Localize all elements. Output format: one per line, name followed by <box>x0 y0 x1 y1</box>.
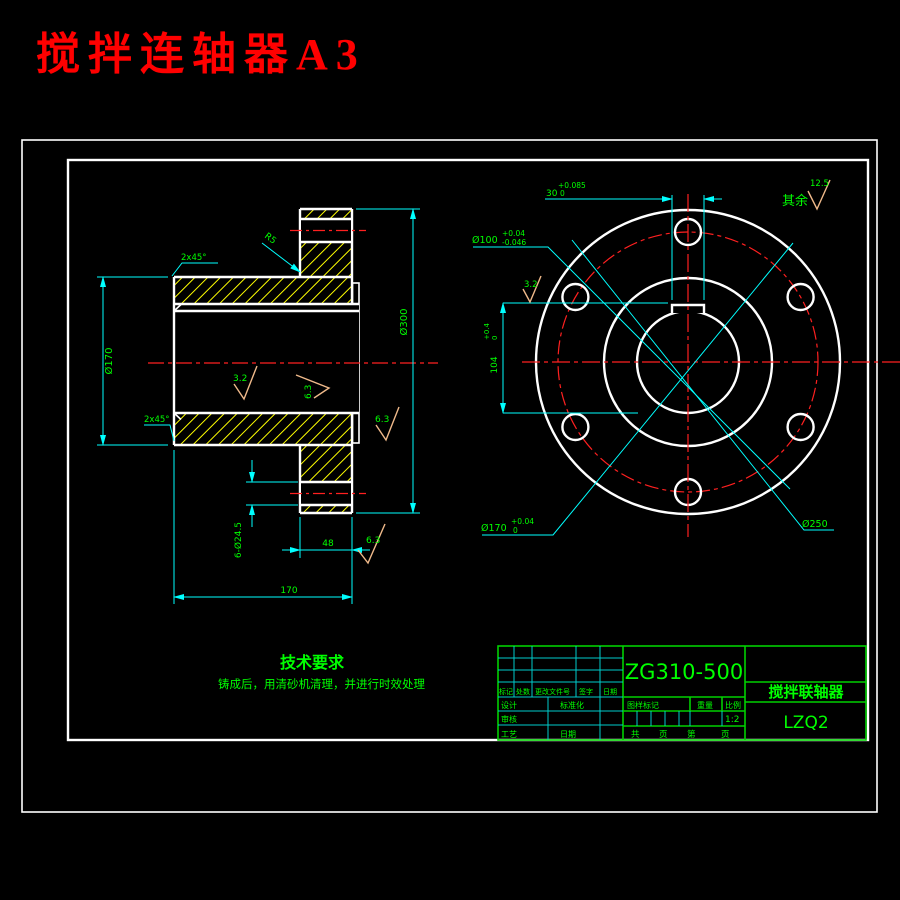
roughness-bore: 3.2 <box>233 365 258 401</box>
roughness-bore-text: 3.2 <box>233 374 247 384</box>
leader-bolt-circle <box>571 239 834 531</box>
col-date: 日期 <box>603 688 617 696</box>
scale-label: 比例 <box>725 700 741 710</box>
roughness-spigot-text: 6.3 <box>304 385 314 399</box>
row-check: 审核 <box>501 714 517 724</box>
dim-hub-od-text: Ø170 <box>103 348 115 375</box>
dim-flange-thk: 48 <box>282 517 370 558</box>
default-roughness: 其余 12.5 <box>782 179 831 211</box>
row-date2: 日期 <box>560 730 576 739</box>
leader-bore <box>473 246 791 490</box>
keyway-outline <box>670 303 706 314</box>
roughness-keyway-text: 3.2 <box>524 280 538 290</box>
sheet-page: 页 <box>659 730 668 740</box>
spigot-lower: 0 <box>513 526 518 535</box>
title-block-main-dividers <box>622 646 746 740</box>
weight-label: 重量 <box>697 700 713 710</box>
dim-flange-thk-text: 48 <box>322 539 334 549</box>
keyway-depth-lower: 0 <box>491 336 499 340</box>
right-dividers <box>745 681 866 703</box>
drawing-no: LZQ2 <box>783 713 828 733</box>
row-std: 标准化 <box>560 700 584 710</box>
stamp-label: 图样标记 <box>627 700 659 710</box>
col-sign: 签字 <box>579 687 593 696</box>
inner-frame <box>66 158 870 742</box>
dim-bolt-holes: 6-Ø24.5 <box>233 460 298 558</box>
col-doc: 更改文件号 <box>535 687 570 696</box>
bolt-hole <box>561 412 590 442</box>
part-name: 搅拌联轴器 <box>768 683 844 701</box>
chamfer-bottom-text: 2x45° <box>144 415 170 425</box>
callout-bore: Ø100 +0.04 -0.046 <box>472 229 526 247</box>
scale-value: 1:2 <box>725 715 739 725</box>
outer-frame <box>21 139 878 813</box>
dim-length: 170 <box>173 450 353 604</box>
col-count: 处数 <box>516 687 530 696</box>
sheet-no: 第 <box>687 729 696 740</box>
others-value: 12.5 <box>810 179 829 189</box>
others-label: 其余 <box>782 193 808 209</box>
bolt-circle-text: Ø250 <box>802 519 828 530</box>
bore-edges <box>174 302 359 415</box>
dim-hub-od: Ø170 <box>97 276 168 446</box>
bore-lower: -0.046 <box>502 238 526 247</box>
bolt-hole <box>561 282 590 312</box>
bolt-hole <box>786 282 815 312</box>
keyway-width-nominal: 30 <box>546 189 558 199</box>
bore-nominal: Ø100 <box>472 235 498 246</box>
chamfer-bottom-callout: 2x45° <box>144 415 175 442</box>
tech-req-heading: 技术要求 <box>280 653 345 672</box>
keyway-width-lower: 0 <box>560 189 565 198</box>
dim-keyway-depth: 104 +0.4 0 <box>483 302 668 414</box>
spigot-nominal: Ø170 <box>481 523 507 534</box>
revision-grid <box>498 646 623 740</box>
chamfer-top-callout: 2x45° <box>171 253 218 277</box>
bolt-hole <box>786 412 815 442</box>
roughness-spigot: 6.3 <box>295 374 331 399</box>
dim-length-text: 170 <box>280 586 297 596</box>
tech-requirements: 技术要求 铸成后，用清砂机清理，并进行时效处理 <box>218 653 425 691</box>
roughness-keyway: 3.2 <box>522 275 542 304</box>
bolt-hole-top-edges <box>300 217 352 244</box>
callout-spigot: Ø170 +0.04 0 <box>481 517 534 535</box>
hub-outline <box>174 275 352 447</box>
sheet-total: 共 <box>631 730 640 740</box>
keyway-depth-nominal: 104 <box>490 356 500 373</box>
fillet-callout: R5 <box>261 231 301 273</box>
row-process: 工艺 <box>501 730 517 739</box>
bore-void <box>175 303 359 414</box>
roughness-face-text: 6.3 <box>375 415 389 425</box>
bolt-hole-gap-top <box>301 219 351 242</box>
keyway-width-upper: +0.085 <box>558 181 586 190</box>
dim-flange-od: Ø300 <box>356 208 420 514</box>
sheet-page2: 页 <box>721 730 730 740</box>
section-view: Ø170 Ø300 48 170 <box>97 207 438 604</box>
leader-spigot <box>482 242 794 536</box>
title-block: 标记 处数 更改文件号 签字 日期 设计 标准化 审核 工艺 日期 ZG310-… <box>497 645 867 741</box>
dim-keyway-width: 30 +0.085 0 <box>545 181 722 300</box>
bore-upper: +0.04 <box>502 229 525 238</box>
dim-flange-od-text: Ø300 <box>398 309 410 336</box>
col-mark: 标记 <box>499 687 513 696</box>
chamfer-top-text: 2x45° <box>181 253 207 263</box>
row-design: 设计 <box>501 700 517 710</box>
bolt-hole-bottom-edges <box>300 480 352 507</box>
spigot-upper: +0.04 <box>511 517 534 526</box>
roughness-flange: 6.3 <box>357 523 386 565</box>
bore-chamfers <box>173 303 182 421</box>
roughness-flange-text: 6.3 <box>366 536 380 546</box>
keyway-depth-upper: +0.4 <box>483 322 491 340</box>
bolt-hole-gap-bottom <box>301 482 351 505</box>
front-view: 30 +0.085 0 Ø100 +0.04 -0.046 Ø170 +0.04… <box>472 179 900 537</box>
roughness-face: 6.3 <box>375 406 400 442</box>
page-title: 搅拌连轴器A3 <box>36 30 366 79</box>
title-block-border <box>497 645 867 741</box>
material: ZG310-500 <box>625 660 743 684</box>
tech-req-line1: 铸成后，用清砂机清理，并进行时效处理 <box>218 677 425 691</box>
stamp-cells <box>636 711 723 726</box>
dim-bolt-holes-text: 6-Ø24.5 <box>233 522 244 558</box>
middle-dividers <box>623 696 745 727</box>
